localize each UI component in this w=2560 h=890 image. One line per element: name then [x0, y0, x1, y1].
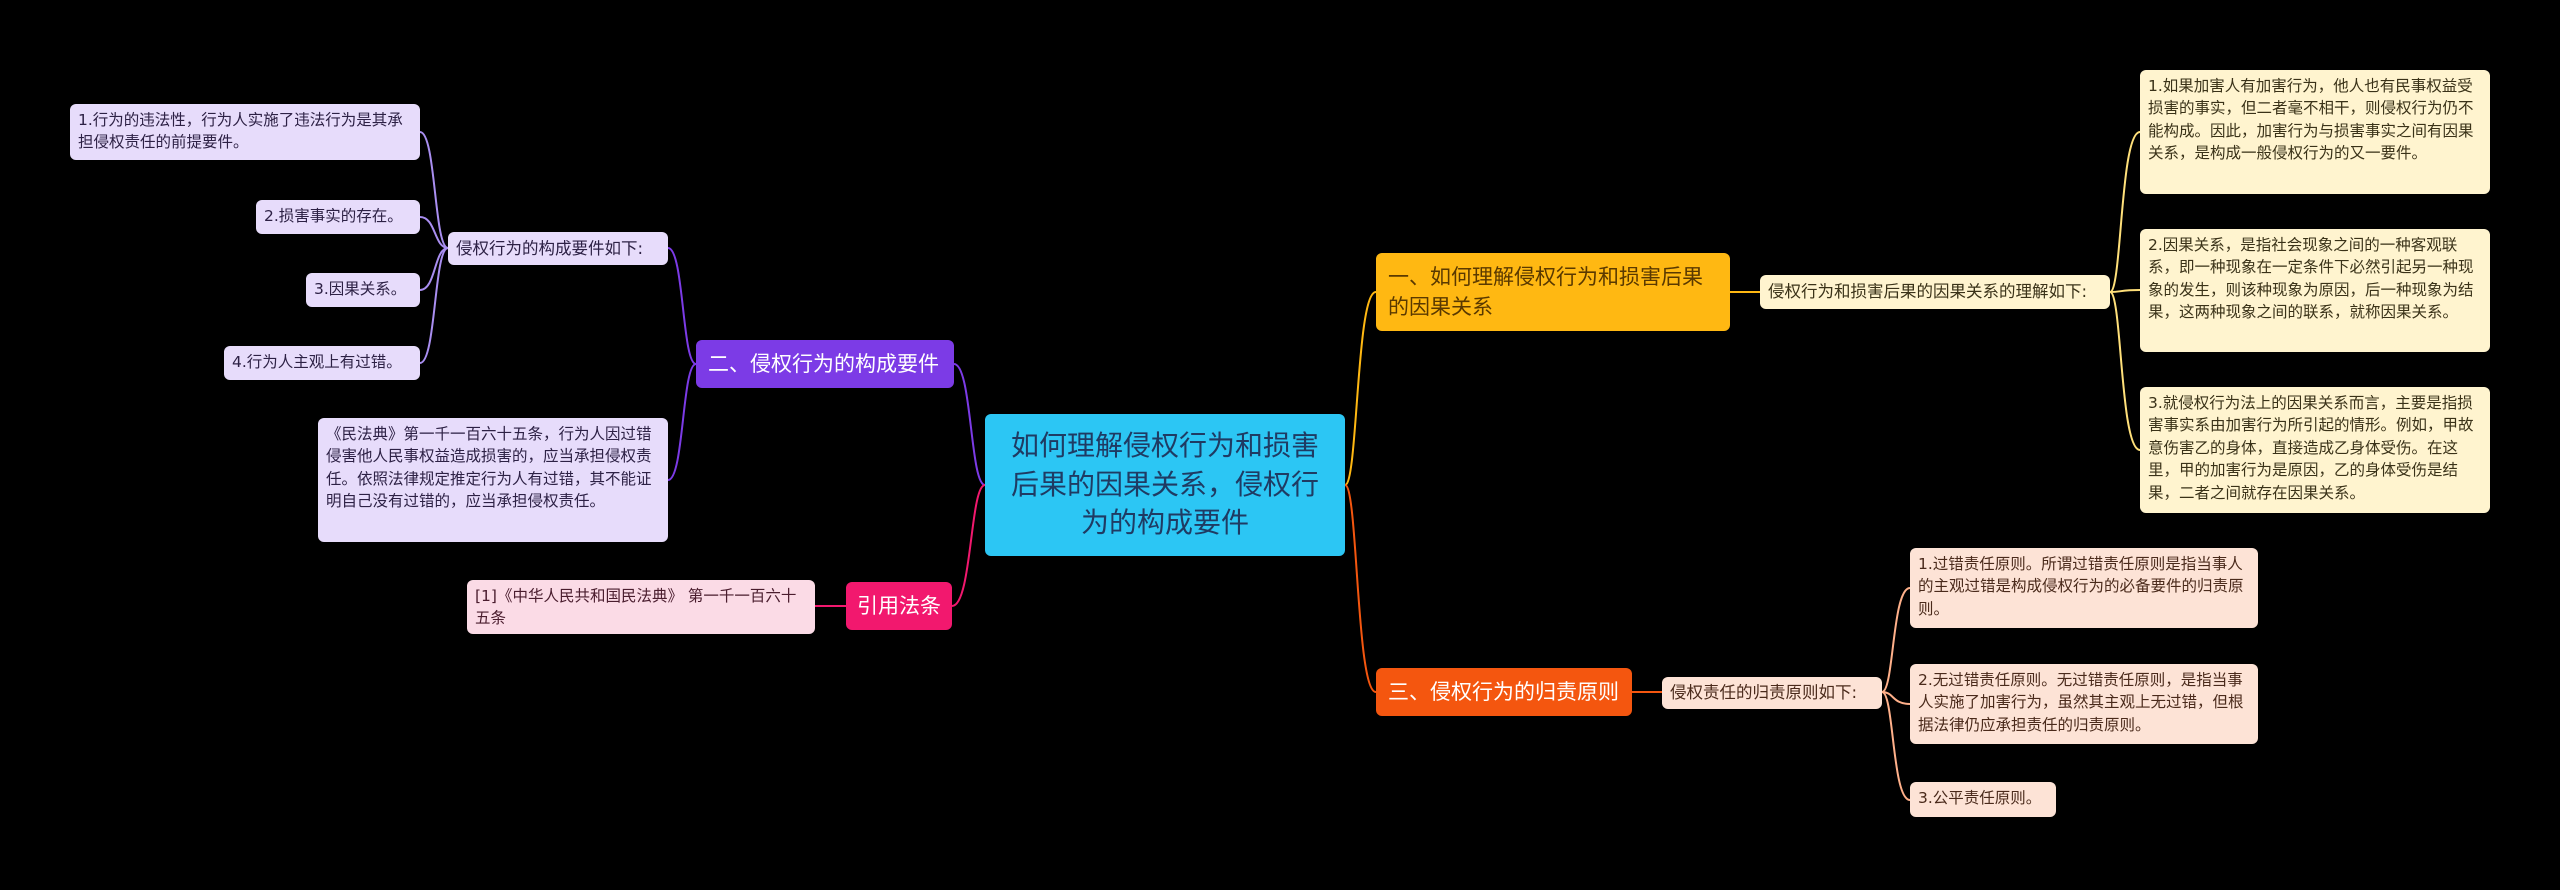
link-elements-item1 — [419, 131, 449, 249]
law-item-1-text: [1]《中华人民共和国民法典》 第一千一百六十五条 — [475, 587, 797, 628]
principles-item-1-text: 1.过错责任原则。所谓过错责任原则是指当事人的主观过错是构成侵权行为的必备要件的… — [1918, 555, 2244, 618]
branch-law-title-text: 引用法条 — [857, 593, 941, 618]
branch-law-title[interactable]: 引用法条 — [846, 582, 952, 630]
cause-item-3-text: 3.就侵权行为法上的因果关系而言，主要是指损害事实系由加害行为所引起的情形。例如… — [2148, 394, 2474, 502]
principles-intro-text: 侵权责任的归责原则如下: — [1670, 683, 1858, 703]
link-root-cause — [1344, 291, 1377, 486]
branch-principles-title-text: 三、侵权行为的归责原则 — [1388, 679, 1619, 704]
principles-intro[interactable]: 侵权责任的归责原则如下: — [1662, 677, 1882, 709]
branch-cause-title[interactable]: 一、如何理解侵权行为和损害后果的因果关系 — [1376, 253, 1730, 331]
link-principles-item1 — [1881, 587, 1911, 693]
elements-law-note-text: 《民法典》第一千一百六十五条，行为人因过错侵害他人民事权益造成损害的，应当承担侵… — [326, 425, 652, 511]
link-cause-item1 — [2109, 131, 2141, 293]
branch-cause-title-text: 一、如何理解侵权行为和损害后果的因果关系 — [1388, 264, 1703, 319]
link-elements-intro — [667, 247, 697, 365]
link-elements-item2 — [419, 216, 449, 249]
principles-item-3-text: 3.公平责任原则。 — [1918, 789, 2042, 807]
principles-item-3[interactable]: 3.公平责任原则。 — [1910, 782, 2056, 817]
branch-elements-title[interactable]: 二、侵权行为的构成要件 — [696, 340, 954, 388]
elements-item-4[interactable]: 4.行为人主观上有过错。 — [224, 346, 420, 380]
branch-principles-title[interactable]: 三、侵权行为的归责原则 — [1376, 668, 1632, 716]
elements-item-3[interactable]: 3.因果关系。 — [306, 273, 420, 307]
cause-intro-text: 侵权行为和损害后果的因果关系的理解如下: — [1768, 282, 2088, 302]
link-principles-item3 — [1881, 691, 1911, 801]
root-topic[interactable]: 如何理解侵权行为和损害后果的因果关系，侵权行为的构成要件 — [985, 414, 1345, 556]
link-elements-item4 — [419, 247, 449, 364]
elements-item-1-text: 1.行为的违法性，行为人实施了违法行为是其承担侵权责任的前提要件。 — [78, 111, 403, 152]
principles-item-2-text: 2.无过错责任原则。无过错责任原则，是指当事人实施了加害行为，虽然其主观上无过错… — [1918, 671, 2244, 734]
cause-item-1-text: 1.如果加害人有加害行为，他人也有民事权益受损害的事实，但二者毫不相干，则侵权行… — [2148, 77, 2474, 163]
elements-item-2-text: 2.损害事实的存在。 — [264, 207, 403, 225]
law-item-1[interactable]: [1]《中华人民共和国民法典》 第一千一百六十五条 — [467, 580, 815, 634]
elements-item-1[interactable]: 1.行为的违法性，行为人实施了违法行为是其承担侵权责任的前提要件。 — [70, 104, 420, 160]
elements-item-4-text: 4.行为人主观上有过错。 — [232, 353, 402, 371]
cause-item-2[interactable]: 2.因果关系，是指社会现象之间的一种客观联系，即一种现象在一定条件下必然引起另一… — [2140, 229, 2490, 352]
root-topic-text: 如何理解侵权行为和损害后果的因果关系，侵权行为的构成要件 — [1010, 429, 1319, 540]
cause-item-1[interactable]: 1.如果加害人有加害行为，他人也有民事权益受损害的事实，但二者毫不相干，则侵权行… — [2140, 70, 2490, 194]
link-root-elements — [953, 363, 986, 486]
elements-item-2[interactable]: 2.损害事实的存在。 — [256, 200, 420, 234]
cause-item-2-text: 2.因果关系，是指社会现象之间的一种客观联系，即一种现象在一定条件下必然引起另一… — [2148, 236, 2474, 322]
cause-intro[interactable]: 侵权行为和损害后果的因果关系的理解如下: — [1760, 275, 2110, 309]
link-principles-item2 — [1881, 691, 1911, 705]
branch-elements-title-text: 二、侵权行为的构成要件 — [708, 351, 939, 376]
link-root-principles — [1344, 484, 1377, 693]
principles-item-2[interactable]: 2.无过错责任原则。无过错责任原则，是指当事人实施了加害行为，虽然其主观上无过错… — [1910, 664, 2258, 744]
link-elements-note — [667, 363, 697, 481]
elements-intro-text: 侵权行为的构成要件如下: — [456, 238, 644, 258]
link-cause-item2 — [2109, 289, 2141, 293]
link-root-law — [951, 484, 986, 607]
elements-law-note[interactable]: 《民法典》第一千一百六十五条，行为人因过错侵害他人民事权益造成损害的，应当承担侵… — [318, 418, 668, 542]
cause-item-3[interactable]: 3.就侵权行为法上的因果关系而言，主要是指损害事实系由加害行为所引起的情形。例如… — [2140, 387, 2490, 513]
link-cause-item3 — [2109, 291, 2141, 451]
principles-item-1[interactable]: 1.过错责任原则。所谓过错责任原则是指当事人的主观过错是构成侵权行为的必备要件的… — [1910, 548, 2258, 628]
elements-intro[interactable]: 侵权行为的构成要件如下: — [448, 232, 668, 265]
elements-item-3-text: 3.因果关系。 — [314, 280, 407, 298]
